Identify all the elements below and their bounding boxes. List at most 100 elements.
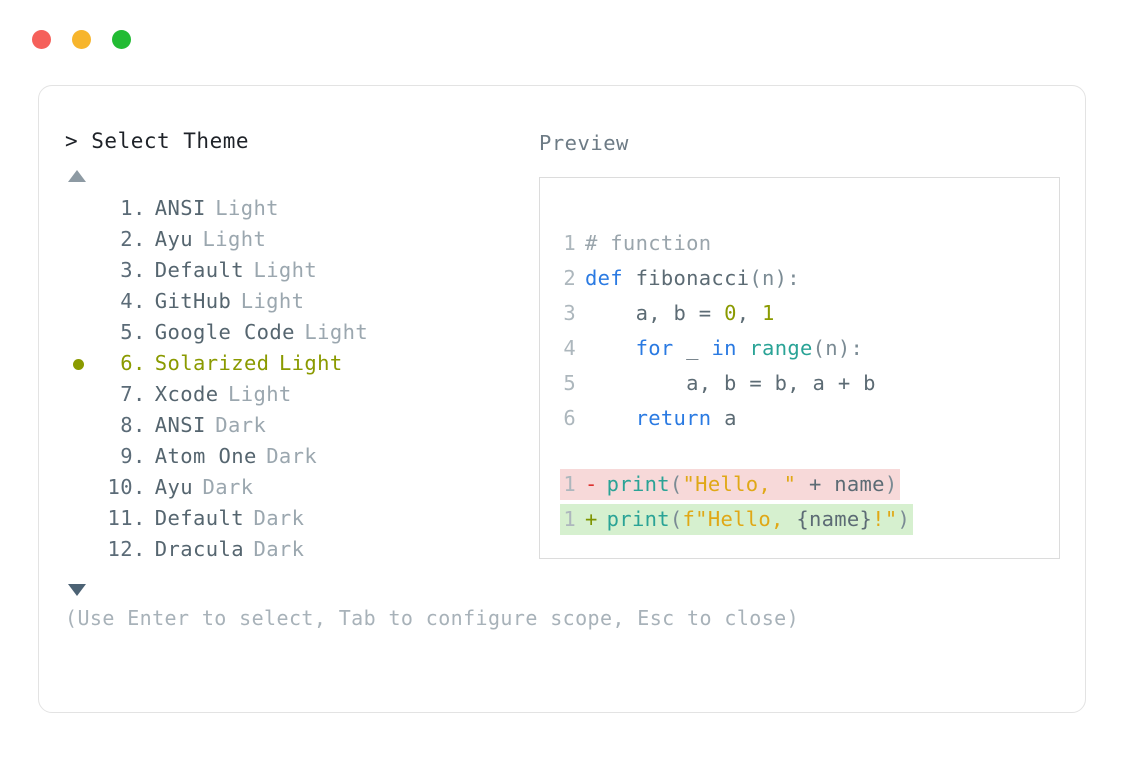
code-token: in bbox=[711, 336, 737, 360]
code-token bbox=[585, 336, 636, 360]
code-token: _ bbox=[673, 336, 712, 360]
code-token bbox=[585, 406, 636, 430]
theme-item-name: Xcode bbox=[154, 382, 219, 406]
code-token: ) bbox=[884, 472, 898, 496]
theme-item-name: GitHub bbox=[154, 289, 232, 313]
code-line: 5 a, b = b, a + b bbox=[560, 371, 913, 406]
theme-item-number-dot: . bbox=[133, 258, 146, 282]
diff-sign: + bbox=[585, 507, 598, 531]
code-token: a bbox=[711, 406, 737, 430]
line-number: 1 bbox=[563, 231, 576, 255]
theme-item-variant: Light bbox=[240, 289, 305, 313]
diff-sign: - bbox=[585, 472, 598, 496]
window-titlebar bbox=[32, 30, 131, 49]
code-token: print bbox=[606, 507, 670, 531]
code-line: 6 return a bbox=[560, 406, 913, 441]
code-token: 1 bbox=[762, 301, 775, 325]
theme-item-variant: Dark bbox=[202, 475, 254, 499]
theme-item-number-dot: . bbox=[133, 382, 146, 406]
preview-label: Preview bbox=[539, 131, 629, 155]
maximize-button[interactable] bbox=[112, 30, 131, 49]
selected-bullet-icon bbox=[65, 359, 91, 370]
code-token: for bbox=[635, 336, 674, 360]
theme-item-number: 6 bbox=[120, 351, 133, 375]
code-token: !" bbox=[872, 507, 898, 531]
minimize-button[interactable] bbox=[72, 30, 91, 49]
theme-item-name: ANSI bbox=[154, 196, 206, 220]
code-token: ( bbox=[669, 472, 683, 496]
code-token: {name} bbox=[796, 507, 873, 531]
code-token: 0 bbox=[724, 301, 737, 325]
theme-item-number: 3 bbox=[120, 258, 133, 282]
theme-item-number-dot: . bbox=[133, 289, 146, 313]
theme-item-number: 10 bbox=[107, 475, 133, 499]
theme-item-name: Ayu bbox=[154, 475, 193, 499]
keyboard-hint: (Use Enter to select, Tab to configure s… bbox=[65, 606, 800, 630]
theme-item-name: Default bbox=[154, 506, 244, 530]
code-token: + bbox=[796, 472, 835, 496]
line-number: 2 bbox=[563, 266, 576, 290]
theme-item-name: Default bbox=[154, 258, 244, 282]
theme-list-item[interactable]: 4. GitHub Light bbox=[65, 289, 535, 320]
theme-item-number-dot: . bbox=[133, 351, 146, 375]
theme-list-item[interactable]: 6. Solarized Light bbox=[65, 351, 535, 382]
theme-list-item[interactable]: 3. Default Light bbox=[65, 258, 535, 289]
theme-item-number-dot: . bbox=[133, 475, 146, 499]
line-number: 5 bbox=[563, 371, 576, 395]
theme-item-number-dot: . bbox=[133, 196, 146, 220]
theme-item-number: 8 bbox=[120, 413, 133, 437]
diff-line-content: print(f"Hello, {name}!") bbox=[606, 504, 914, 535]
theme-item-number: 9 bbox=[120, 444, 133, 468]
theme-item-number: 7 bbox=[120, 382, 133, 406]
code-token: def bbox=[585, 266, 636, 290]
code-line: 3 a, b = 0, 1 bbox=[560, 301, 913, 336]
theme-list-item[interactable]: 10. Ayu Dark bbox=[65, 475, 535, 506]
close-button[interactable] bbox=[32, 30, 51, 49]
code-token: name bbox=[834, 472, 885, 496]
scroll-up-arrow-icon[interactable] bbox=[68, 170, 86, 182]
code-token: (n): bbox=[812, 336, 864, 360]
theme-item-variant: Light bbox=[253, 258, 318, 282]
theme-item-number: 1 bbox=[120, 196, 133, 220]
theme-item-name: Solarized bbox=[154, 351, 270, 375]
theme-item-number: 4 bbox=[120, 289, 133, 313]
scroll-down-arrow-icon[interactable] bbox=[68, 584, 86, 596]
theme-item-variant: Light bbox=[304, 320, 369, 344]
theme-item-number-dot: . bbox=[133, 227, 146, 251]
theme-item-variant: Dark bbox=[266, 444, 318, 468]
code-token: ) bbox=[897, 507, 911, 531]
theme-item-variant: Light bbox=[278, 351, 343, 375]
line-number: 4 bbox=[563, 336, 576, 360]
code-token: "Hello, " bbox=[682, 472, 797, 496]
theme-item-name: Dracula bbox=[154, 537, 244, 561]
code-token bbox=[737, 336, 750, 360]
diff-line-del: 1-print("Hello, " + name) bbox=[560, 469, 913, 504]
line-number: 1 bbox=[563, 472, 576, 496]
theme-item-name: Google Code bbox=[154, 320, 295, 344]
code-token: ( bbox=[669, 507, 683, 531]
theme-item-number: 5 bbox=[120, 320, 133, 344]
line-number: 1 bbox=[563, 507, 576, 531]
code-token: # function bbox=[585, 231, 712, 255]
page-title: > Select Theme bbox=[65, 129, 250, 153]
code-token: return bbox=[635, 406, 712, 430]
code-token: (n): bbox=[749, 266, 800, 290]
theme-item-variant: Dark bbox=[253, 537, 305, 561]
line-number: 3 bbox=[563, 301, 576, 325]
line-number: 6 bbox=[563, 406, 576, 430]
